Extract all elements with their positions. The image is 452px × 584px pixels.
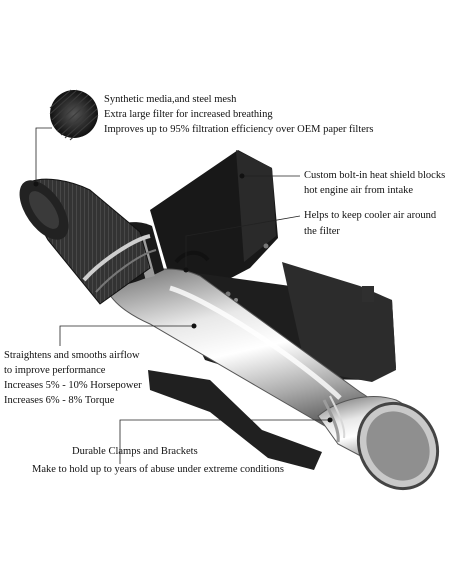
callout-filter-line1: Synthetic media,and steel mesh [104,94,237,105]
callout-tube-line2: to improve performance [4,365,106,376]
callout-heat-shield-line2: hot engine air from intake [304,185,414,196]
callout-tube-line4: Increases 6% - 8% Torque [4,395,115,406]
callout-dots [33,173,333,423]
callout-tube-line1: Straightens and smooths airflow [4,350,140,361]
callout-clamps-line2: Make to hold up to years of abuse under … [32,464,284,475]
filter-media-detail [49,89,99,141]
callout-cool-air-line1: Helps to keep cooler air around [304,210,437,221]
callout-clamps-line1: Durable Clamps and Brackets [72,446,198,457]
callout-filter-line2: Extra large filter for increased breathi… [104,109,273,120]
cone-filter-graphic [19,178,157,305]
callout-heat-shield-line1: Custom bolt-in heat shield blocks [304,170,446,181]
callout-tube-line3: Increases 5% - 10% Horsepower [4,380,142,391]
callout-cool-air-line2: the filter [304,226,340,237]
intake-tube-graphic [107,268,440,491]
callout-lines [35,127,330,464]
callout-filter-line3: Improves up to 95% filtration efficiency… [104,124,374,135]
